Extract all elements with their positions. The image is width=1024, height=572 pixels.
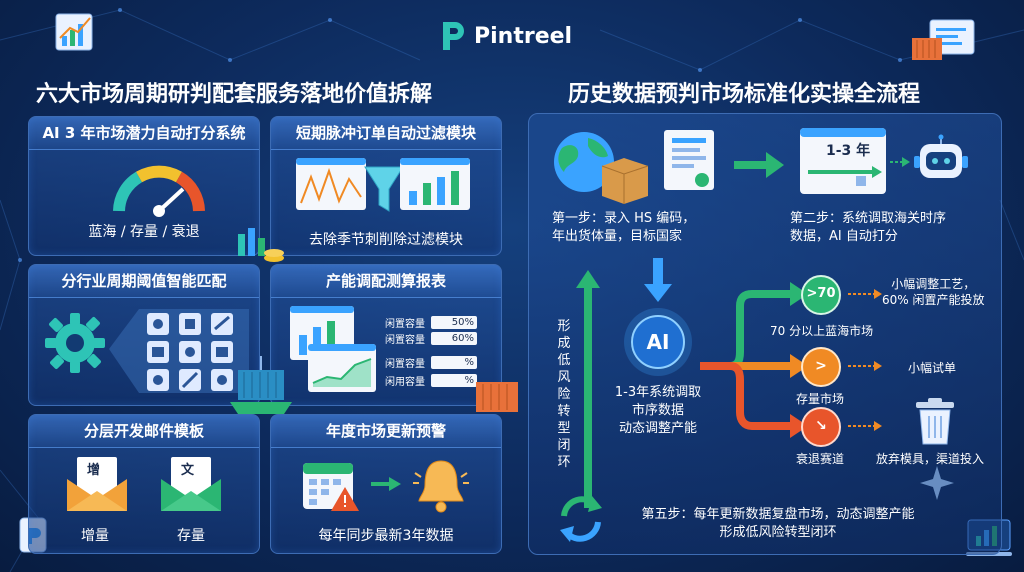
industry-icon-grid [109, 309, 249, 393]
trash-can-icon [916, 398, 954, 445]
email-stock-label: 存量 [177, 528, 205, 544]
capacity-title: 产能调配测算报表 [271, 265, 501, 298]
email-incremental-icon [67, 457, 127, 511]
globe-box-icon [554, 132, 649, 204]
volatile-chart-icon [296, 158, 366, 210]
capacity-row-value: % [431, 356, 477, 369]
step5-text: 第五步：每年更新数据复盘市场，动态调整产能 形成低风险转型闭环 [641, 507, 915, 540]
ai-score-title: AI 3 年市场潜力自动打分系统 [29, 117, 259, 150]
gear-icon [45, 313, 105, 373]
branch-arrows [700, 282, 808, 438]
left-heading: 六大市场周期研判配套服务落地价值拆解 [36, 82, 433, 107]
refresh-cycle-icon [560, 496, 602, 542]
capacity-row-label: 闲置容量 [385, 335, 425, 346]
step2-caption: 第二步：系统调取海关时序 数据，AI 自动打分 [790, 210, 946, 246]
capacity-row-3: 闲置容量% [385, 355, 477, 370]
email-stock-char: 文 [181, 463, 195, 478]
capacity-row-1: 闲置容量 50% [385, 315, 477, 330]
capacity-row-2: 闲置容量 60% [385, 331, 477, 346]
arrow-down-icon [644, 258, 672, 302]
clean-chart-icon [400, 158, 470, 210]
alert-card: 年度市场更新预警 每年同步最新3年数据 [270, 414, 502, 554]
capacity-row-value: 50% [431, 316, 477, 329]
capacity-row-value: % [431, 374, 477, 387]
ai-label: AI [646, 330, 670, 354]
capacity-row-value: 60% [431, 332, 477, 345]
email-incremental-char: 增 [87, 463, 101, 478]
branch-1-result-text: 小幅调整工艺， 60% 闲置产能投放 [882, 277, 985, 307]
threshold-card: 分行业周期阈值智能匹配 [28, 264, 260, 406]
gauge-icon [113, 165, 205, 217]
email-stock-icon [161, 457, 221, 511]
arrow-right-icon [371, 477, 401, 491]
branch-3-label: 衰退赛道 [796, 452, 845, 466]
capacity-row-4: 闲用容量% [385, 373, 477, 388]
cargo-container-icon [230, 356, 292, 414]
email-title: 分层开发邮件模板 [29, 415, 259, 448]
brand-name: Pintreel [474, 23, 573, 49]
capacity-row-label: 闲用容量 [385, 377, 425, 388]
document-icon [664, 130, 714, 190]
alert-caption: 每年同步最新3年数据 [318, 528, 454, 544]
arrow-up-icon [576, 270, 600, 508]
ai-score-caption: 蓝海 / 存量 / 衰退 [88, 224, 200, 240]
ai-node-icon [624, 308, 692, 376]
orange-container-icon [476, 382, 518, 412]
dashed-arrow-icon [848, 361, 882, 371]
step2-text: 第二步：系统调取海关时序 数据，AI 自动打分 [790, 211, 947, 244]
pintreel-logo-icon [443, 22, 464, 50]
robot-icon [914, 134, 968, 178]
brand: Pintreel [440, 18, 572, 54]
branch-badge-red [801, 407, 841, 447]
timeline-window-icon [800, 128, 886, 194]
branch-1-result: 小幅调整工艺， 60% 闲置产能投放 [882, 276, 985, 308]
right-heading: 历史数据预判市场标准化实操全流程 [568, 82, 921, 107]
branch-3-result: 放弃模具，渠道投入 [876, 452, 985, 466]
email-card: 分层开发邮件模板 增 文 增量 存量 [28, 414, 260, 554]
ai-caption-text: 1-3年系统调取 市序数据 动态调整产能 [614, 385, 702, 436]
capacity-card: 产能调配测算报表 闲置容量 50% 闲置容量 60% 闲置容量% 闲用容量% [270, 264, 502, 406]
filter-card: 短期脉冲订单自动过滤模块 去除季节刺削除过滤模块 [270, 116, 502, 256]
capacity-row-label: 闲置容量 [385, 319, 425, 330]
branch-2-badge: > [815, 358, 827, 374]
alert-title: 年度市场更新预警 [271, 415, 501, 448]
sparkle-icon [920, 466, 954, 500]
chart-coins-icon [238, 228, 284, 262]
step5-caption: 第五步：每年更新数据复盘市场，动态调整产能 形成低风险转型闭环 [618, 506, 938, 542]
dashed-arrow-icon [890, 157, 910, 167]
step1-caption: 第一步：录入 HS 编码， 年出货体量，目标国家 [552, 210, 695, 246]
threshold-title: 分行业周期阈值智能匹配 [29, 265, 259, 298]
branch-2-result: 小幅试单 [908, 361, 957, 375]
branch-1-badge: >70 [806, 286, 836, 301]
email-incremental-label: 增量 [81, 528, 109, 544]
container-dashboard-icon [912, 19, 975, 60]
branch-3-badge: ↘ [815, 418, 827, 434]
dashed-arrow-icon [848, 289, 882, 299]
branch-badge-green [801, 275, 841, 315]
arrow-right-icon [734, 152, 784, 178]
dashed-arrow-icon [848, 421, 882, 431]
ai-caption: 1-3年系统调取 市序数据 动态调整产能 [602, 384, 714, 438]
filter-title: 短期脉冲订单自动过滤模块 [271, 117, 501, 150]
bell-icon [413, 460, 469, 513]
step1-text: 第一步：录入 HS 编码， 年出货体量，目标国家 [552, 211, 696, 244]
vertical-loop-text: 形成低风险转型闭环 [557, 319, 571, 470]
growth-chart-icon [55, 13, 93, 51]
report-line-chart-icon [308, 344, 376, 392]
branch-badge-orange [801, 347, 841, 387]
ai-score-card: AI 3 年市场潜力自动打分系统 蓝海 / 存量 / 衰退 [28, 116, 260, 256]
filter-caption: 去除季节刺削除过滤模块 [309, 232, 463, 248]
branch-1-label: 70 分以上蓝海市场 [770, 324, 874, 338]
timeline-label: 1-3 年 [826, 143, 871, 159]
capacity-row-label: 闲置容量 [385, 359, 425, 370]
branch-2-label: 存量市场 [796, 392, 845, 406]
calendar-icon [303, 463, 359, 511]
